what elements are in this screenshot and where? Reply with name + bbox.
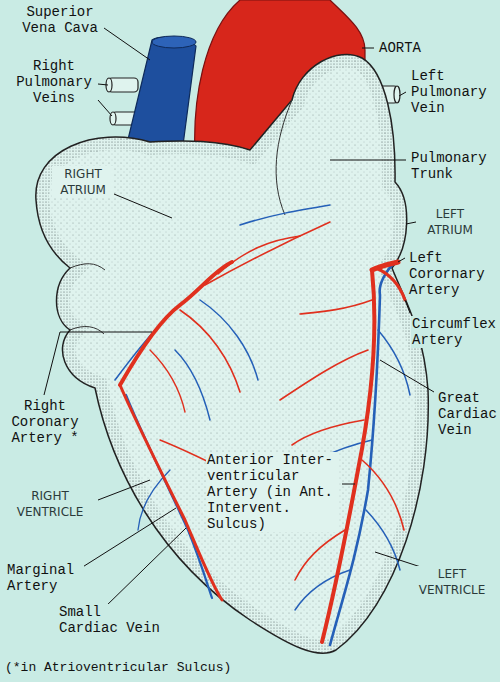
vessel-label: Great Cardiac Vein xyxy=(437,390,497,438)
coronary-artery xyxy=(280,350,368,400)
cardiac-vein xyxy=(115,205,410,645)
coronary-artery xyxy=(295,530,345,580)
heart-outline xyxy=(36,54,428,653)
leader-line xyxy=(406,222,416,224)
leader-line xyxy=(330,160,406,161)
vessel-label: Left Corornary Artery xyxy=(408,250,496,298)
pulmonary-vein xyxy=(110,112,116,125)
cardiac-vein xyxy=(240,205,330,225)
coronary-artery xyxy=(150,350,185,412)
vessel-label: Left Pulmonary Vein xyxy=(410,68,494,116)
coronary-artery xyxy=(362,460,404,530)
leader-line xyxy=(362,48,374,49)
chamber-label: LEFT ATRIUM xyxy=(418,206,482,238)
coronary-artery xyxy=(300,300,372,314)
cardiac-vein xyxy=(175,350,210,420)
chamber-label: RIGHT ATRIUM xyxy=(52,166,114,198)
heart-contour xyxy=(276,100,292,215)
leader-line xyxy=(114,194,172,218)
chamber-label: LEFT VENTRICLE xyxy=(408,566,496,598)
leader-line xyxy=(44,28,434,608)
cardiac-vein xyxy=(378,330,410,395)
vessel-label: Small Cardiac Vein xyxy=(58,604,168,636)
coronary-artery xyxy=(120,262,232,385)
coronary-artery xyxy=(120,222,405,642)
vessel-label: Right Pulmonary Veins xyxy=(12,58,96,106)
vessel-label: Marginal Artery xyxy=(6,562,84,594)
leader-line xyxy=(98,480,150,500)
leader-line xyxy=(398,258,405,262)
vessel-label: Circumflex Artery xyxy=(411,316,497,348)
coronary-artery xyxy=(205,222,330,285)
cardiac-vein xyxy=(366,510,400,570)
stipple-shading xyxy=(36,54,428,653)
coronary-artery xyxy=(376,268,405,300)
coronary-artery xyxy=(218,236,300,274)
vessel-label: Right Coronary Artery * xyxy=(4,398,86,446)
vessel-label: AORTA xyxy=(378,40,424,56)
vessel-label: Pulmonary Trunk xyxy=(410,150,494,182)
leader-line xyxy=(399,92,406,96)
stipple-shading xyxy=(36,54,428,653)
heart-outline xyxy=(36,54,428,653)
leader-line xyxy=(342,484,355,485)
superior-vena-cava xyxy=(152,36,196,48)
leader-line xyxy=(104,528,186,608)
leader-line xyxy=(44,332,152,395)
leader-line xyxy=(98,100,112,116)
heart-contour xyxy=(70,264,105,334)
pulmonary-vein xyxy=(394,86,400,103)
leader-line xyxy=(104,28,150,60)
vessel-label: Anterior Inter- ventricular Artery (in A… xyxy=(206,452,338,532)
leader-line xyxy=(380,360,434,392)
coronary-artery xyxy=(292,420,364,445)
leader-line xyxy=(98,84,108,85)
leader-line xyxy=(405,300,410,313)
cardiac-vein xyxy=(200,300,258,380)
footnote: (*in Atrioventricular Sulcus) xyxy=(4,660,264,676)
vessel-label: Superior Vena Cava xyxy=(18,4,102,36)
coronary-artery xyxy=(180,310,240,392)
chamber-label: RIGHT VENTRICLE xyxy=(4,488,96,520)
cardiac-vein xyxy=(295,570,350,610)
